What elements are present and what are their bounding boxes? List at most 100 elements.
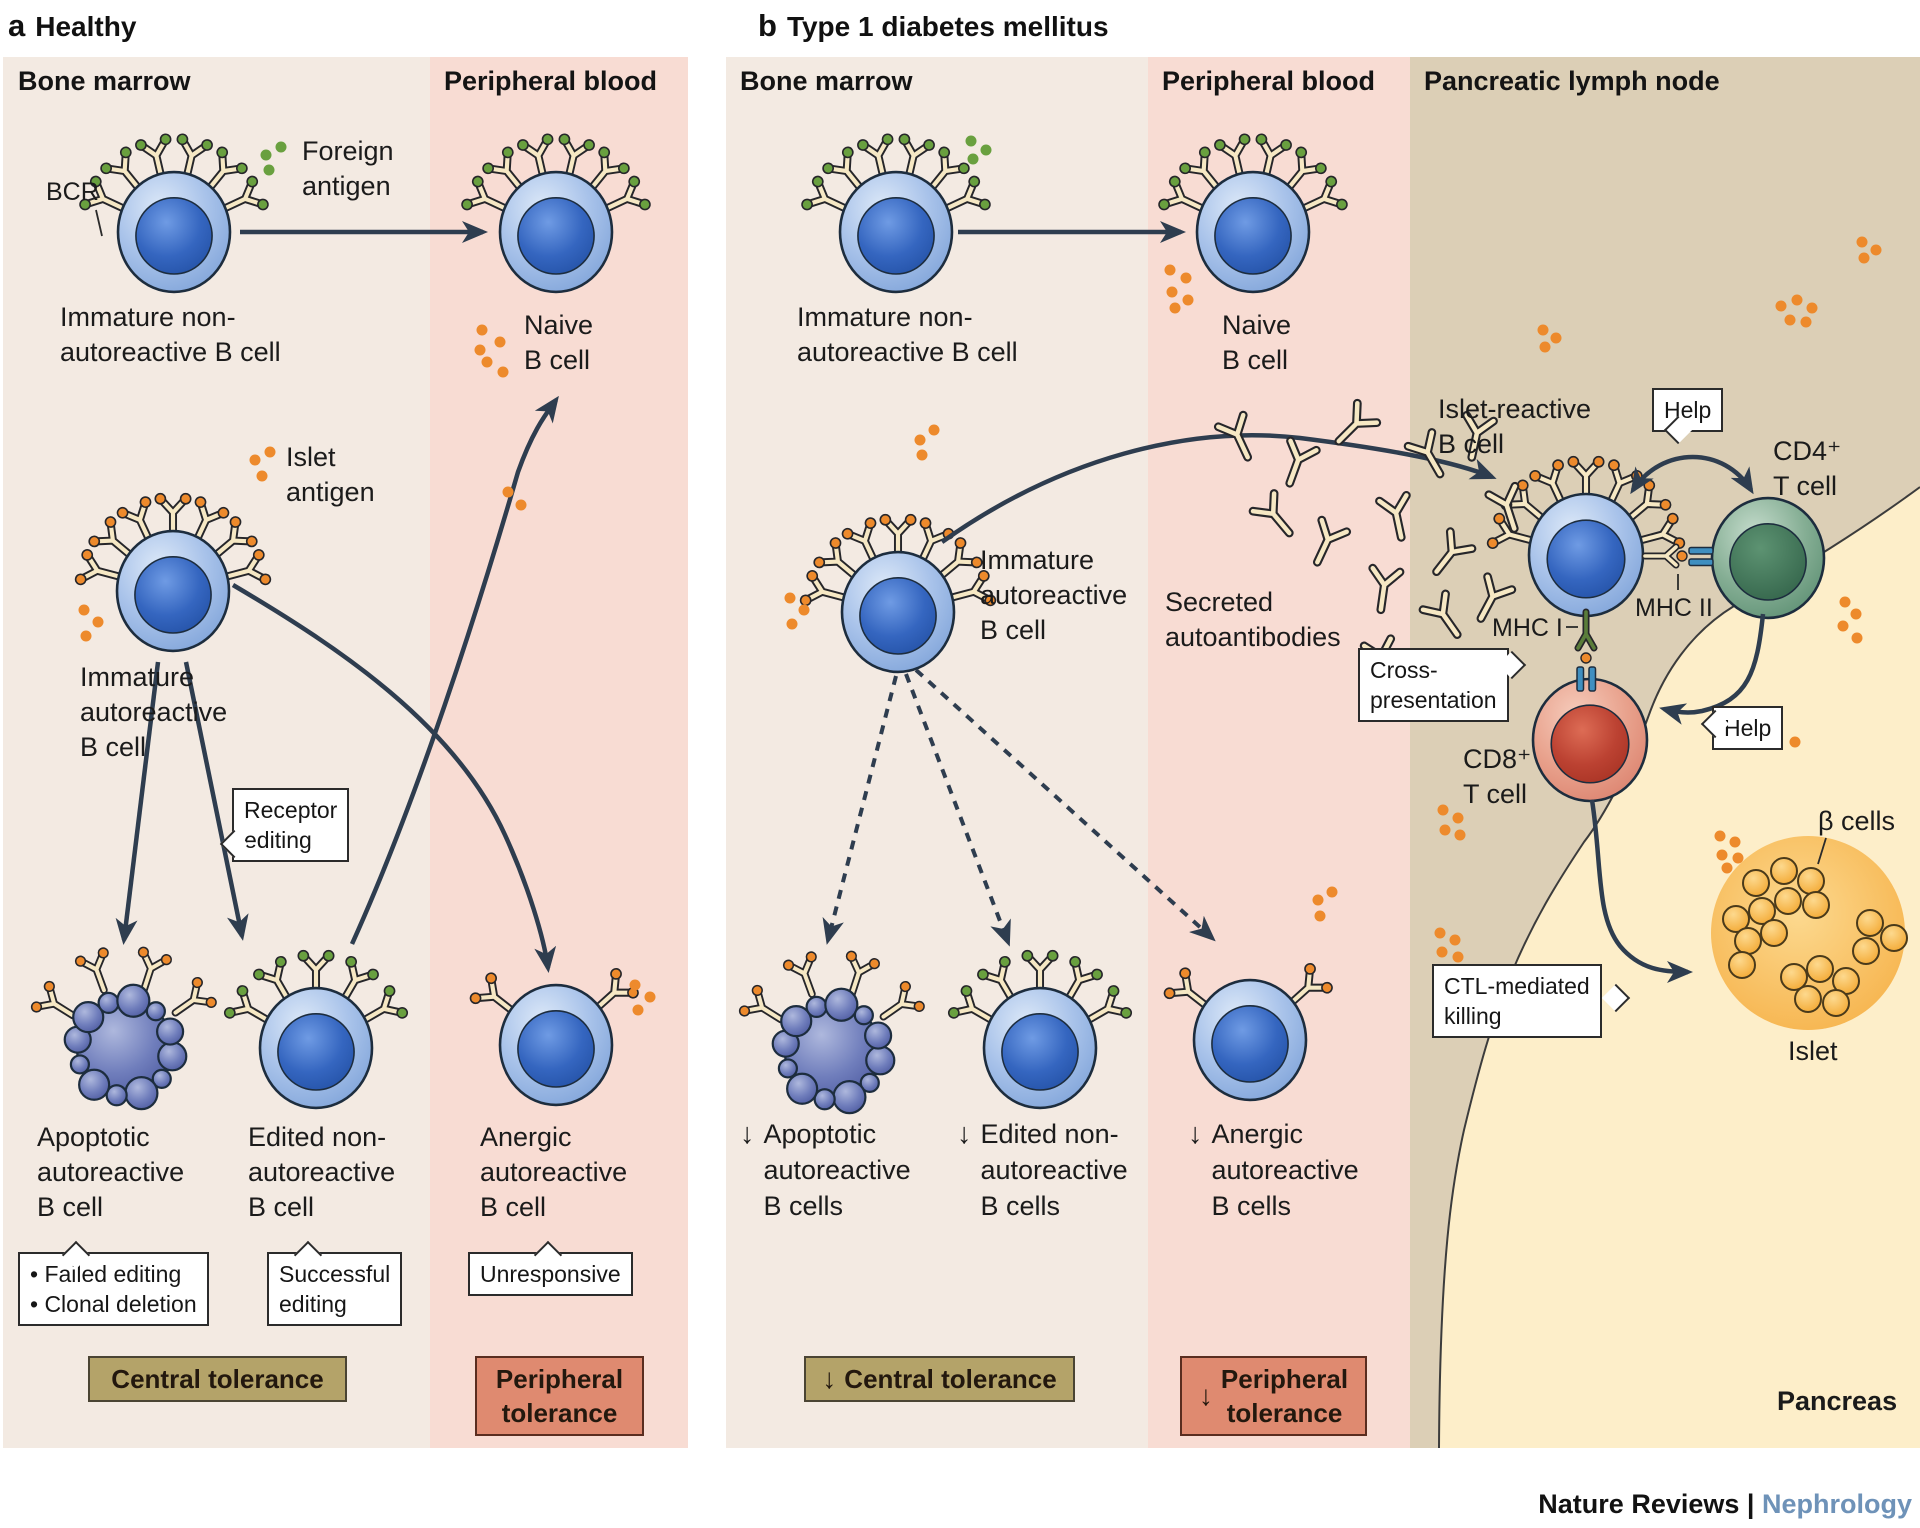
- down-arrow: ↓: [1188, 1118, 1203, 1150]
- naive-b-cell-label-a: Naive B cell: [524, 310, 594, 375]
- islet-antigen-dot: [1434, 927, 1446, 939]
- antibody-icon: [1248, 489, 1294, 538]
- islet-antigen-dot: [1721, 862, 1733, 874]
- cd8-t-cell-label: CD8⁺ T cell: [1463, 744, 1532, 809]
- antibody-icon: [602, 175, 651, 213]
- naive-b-cell-label-b: Naive B cell: [1222, 310, 1292, 375]
- islet-antigen-dot: [632, 1004, 644, 1016]
- islet-antigen-dot: [1775, 300, 1787, 312]
- flow-arrow: [904, 673, 1011, 947]
- islet-antigen-dot: [1858, 252, 1870, 264]
- antibody-icon: [1163, 967, 1211, 1010]
- header-b-pancreatic-lymph-node: Pancreatic lymph node: [1424, 66, 1720, 96]
- antibody-icon: [586, 146, 630, 193]
- beta-cell-icon: [1856, 909, 1884, 937]
- beta-cell-icon: [1822, 989, 1850, 1017]
- islet-antigen-dot: [80, 630, 92, 642]
- antibody-icon: [171, 976, 217, 1017]
- islet-antigen-dot: [1166, 286, 1178, 298]
- apoptotic-label-a: Apoptotic autoreactive B cell: [37, 1122, 185, 1222]
- antibody-icon: [1158, 175, 1207, 213]
- flow-arrow: [231, 583, 557, 973]
- beta-cell-icon: [1774, 887, 1802, 915]
- islet-antigen-dot: [644, 991, 656, 1003]
- antibody-icon: [801, 175, 850, 213]
- islet-antigen-dot: [249, 454, 261, 466]
- immature-autoreactive-b-cell-b: [799, 513, 997, 674]
- antibody-icon: [1462, 410, 1498, 462]
- panel-a-letter: a: [8, 8, 26, 43]
- foreign-antigen-dot: [275, 141, 287, 153]
- antibody-icon: [1486, 512, 1536, 549]
- islet-antigen-dot: [1839, 596, 1851, 608]
- help-callout-top: Help: [1652, 388, 1724, 432]
- receptor-editing-callout: Receptor editing: [232, 788, 350, 862]
- beta-cell-icon: [1806, 955, 1834, 983]
- islet-antigen-dot: [1439, 824, 1451, 836]
- islet-antigen-dot: [481, 356, 493, 368]
- flow-arrow: [1630, 454, 1754, 495]
- foreign-antigen-dot: [967, 153, 979, 165]
- islet-antigen-dot: [1850, 608, 1862, 620]
- cd4-t-cell-icon: [1710, 496, 1826, 620]
- journal-footer: Nature Reviews | Nephrology: [1240, 1489, 1912, 1520]
- peripheral-tolerance-badge-b: ↓ Peripheral tolerance: [1180, 1356, 1367, 1436]
- islet-antigen-dot: [1537, 324, 1549, 336]
- antibody-icon: [1063, 955, 1103, 1005]
- cd4-t-cell-label: CD4⁺ T cell: [1773, 436, 1842, 501]
- failed-editing-callout: • Failed editing • Clonal deletion: [18, 1252, 209, 1326]
- islet-antigen-dot: [1436, 946, 1448, 958]
- bcr-label: BCR: [46, 178, 99, 206]
- antibody-icon: [1312, 515, 1352, 567]
- secreted-autoantibodies-label: Secreted autoantibodies: [1165, 587, 1341, 652]
- antibody-icon: [79, 175, 128, 213]
- antibody-icon: [74, 947, 109, 994]
- islet-antigen-dot: [1314, 910, 1326, 922]
- antibody-icon: [1403, 428, 1445, 479]
- flow-arrow: [183, 661, 249, 941]
- antibody-icon: [222, 549, 272, 586]
- anergic-label-b: ↓ Anergic autoreactive B cells: [1188, 1118, 1359, 1221]
- antibody-icon: [1567, 455, 1605, 503]
- islet-antigen-dot: [78, 604, 90, 616]
- islet-antigen-dot: [1454, 829, 1466, 841]
- flow-arrow: [822, 675, 898, 945]
- islet-antigen-dot: [1452, 951, 1464, 963]
- beta-cell-icon: [1797, 867, 1825, 895]
- islet-antigen-dot: [1312, 894, 1324, 906]
- islet-antigen-dot: [1791, 294, 1803, 306]
- antibody-icon: [1476, 572, 1517, 623]
- beta-cell-icon: [1880, 924, 1908, 952]
- naive-b-cell-b: [1158, 133, 1348, 294]
- islet-antigen-dot: [1550, 332, 1562, 344]
- panel-a-bone-marrow-column: [3, 57, 430, 1448]
- apoptotic-b-cell-a: [30, 946, 217, 1111]
- antibody-icon: [1418, 589, 1462, 639]
- islet-antigen-dot: [1539, 341, 1551, 353]
- header-a-bone-marrow: Bone marrow: [18, 66, 191, 96]
- beta-cell-icon: [1760, 919, 1788, 947]
- islet-antigen-dot: [1784, 314, 1796, 326]
- flow-arrow: [349, 395, 559, 945]
- flow-arrow: [1589, 799, 1693, 983]
- islet-antigen-dot: [1806, 302, 1818, 314]
- immature-autoreactive-label-a: Immature autoreactive B cell: [80, 662, 228, 762]
- antibody-icon: [857, 133, 894, 183]
- foreign-antigen-dot: [980, 144, 992, 156]
- islet-icon: [1711, 836, 1908, 1030]
- islet-antigen-dot: [1732, 852, 1744, 864]
- antibody-icon: [461, 175, 510, 213]
- islet-antigen-dot: [1789, 736, 1801, 748]
- islet-antigen-dot: [1856, 236, 1868, 248]
- antibody-icon: [1083, 985, 1133, 1025]
- antibody-icon: [1375, 490, 1411, 542]
- islet-antigen-dot: [494, 336, 506, 348]
- antibody-icon: [822, 146, 866, 193]
- islet-antigen-dot: [916, 449, 928, 461]
- islet-antigen-dot: [1437, 804, 1449, 816]
- islet-antigen-dot: [1452, 812, 1464, 824]
- beta-cell-icon: [1770, 857, 1798, 885]
- antibody-icon: [30, 980, 77, 1020]
- islet-antigen-dot: [928, 424, 940, 436]
- antibody-icon: [74, 549, 124, 586]
